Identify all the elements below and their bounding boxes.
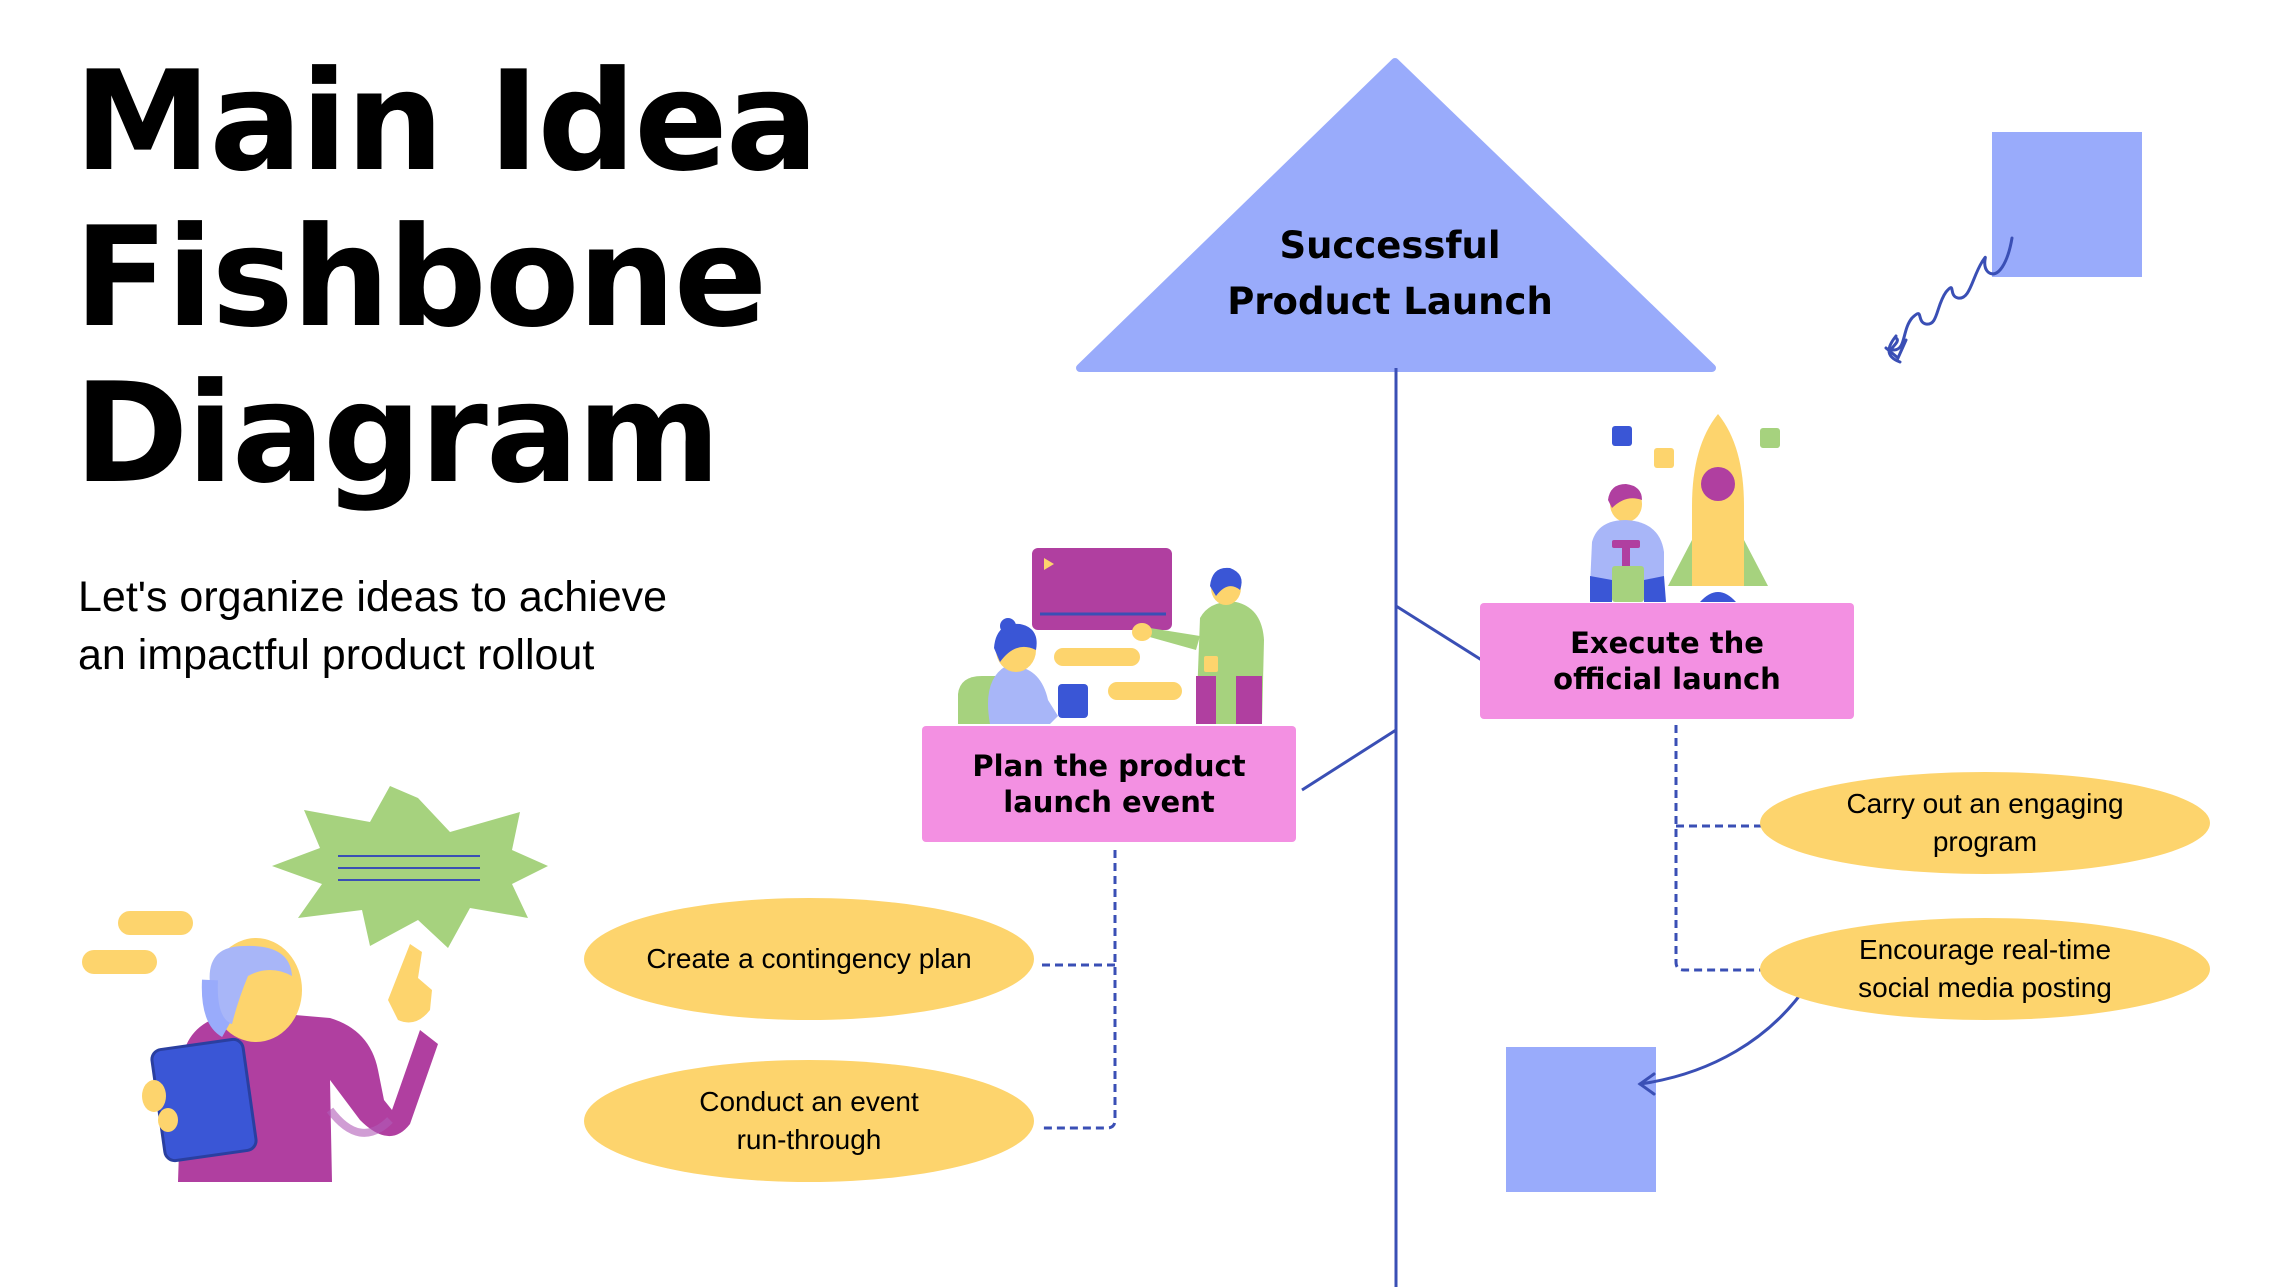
meeting-illustration [958,548,1264,724]
curved-arrow-icon [1637,980,1810,1096]
branch-plan-line-1: Plan the product [972,749,1246,783]
left-dashed-connector [1040,850,1117,1130]
branch-plan-line-2: launch event [1003,785,1215,819]
branch-execute-line-2: official launch [1553,662,1781,696]
presenter-illustration [82,786,548,1182]
branch-box-plan-event: Plan the product launch event [922,726,1296,842]
title-line-1: Main Idea [74,41,819,202]
subtitle: Let's organize ideas to achieve an impac… [78,568,667,684]
leaf-program-line-2: program [1932,826,2038,857]
right-branch-connector [1395,604,1489,666]
head-line-1: Successful [1279,224,1501,267]
subtitle-line-1: Let's organize ideas to achieve [78,573,668,621]
squiggle-arrow-icon [1884,236,2014,364]
leaf-program-line-1: Carry out an engaging [1846,788,2124,819]
accent-square-top-right [1992,132,2142,277]
leaf-runthrough-line-1: Conduct an event [699,1086,919,1117]
leaf-contingency-plan: Create a contingency plan [584,898,1034,1020]
page-title: Main Idea Fishbone Diagram [74,41,819,514]
fishbone-head-label: Successful Product Launch [1140,218,1640,330]
title-line-3: Diagram [74,353,721,514]
title-line-2: Fishbone [74,197,767,358]
branch-execute-line-1: Execute the [1570,626,1764,660]
left-branch-connector [1301,728,1397,792]
leaf-social-media-posting: Encourage real-time social media posting [1760,918,2210,1020]
leaf-engaging-program: Carry out an engaging program [1760,772,2210,874]
leaf-social-line-2: social media posting [1858,972,2112,1003]
accent-square-bottom [1506,1047,1656,1192]
leaf-social-line-1: Encourage real-time [1858,934,2112,965]
subtitle-line-2: an impactful product rollout [78,631,595,679]
leaf-contingency-line-1: Create a contingency plan [646,943,972,974]
leaf-event-run-through: Conduct an event run-through [584,1060,1034,1182]
leaf-runthrough-line-2: run-through [736,1124,882,1155]
head-line-2: Product Launch [1227,280,1553,323]
right-dashed-connector [1674,725,1772,972]
branch-box-execute-launch: Execute the official launch [1480,603,1854,719]
rocket-launch-illustration [1590,414,1780,602]
